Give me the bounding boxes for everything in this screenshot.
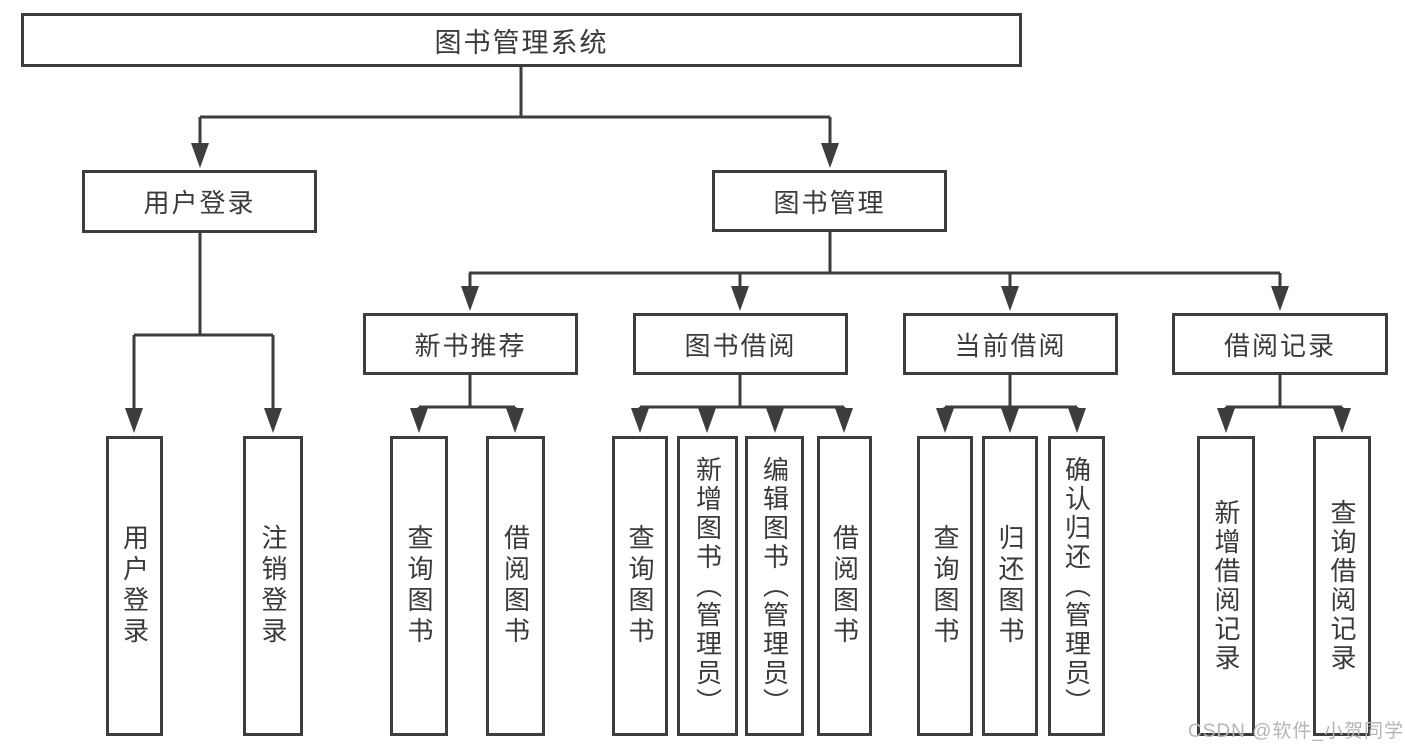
- node-book-management: 图书管理: [712, 170, 947, 232]
- node-label: 新书推荐: [414, 330, 527, 361]
- node-label: 查询图书: [404, 524, 434, 648]
- node-label: 查询借阅记录: [1327, 499, 1357, 673]
- arrowheads: [125, 143, 1351, 433]
- node-new-book-recommend: 新书推荐: [363, 313, 578, 375]
- leaf-logout-login: 注销登录: [243, 436, 303, 736]
- node-label: 用户登录: [119, 524, 150, 648]
- leaf-edit-book-admin: 编辑图书（管理员）: [745, 436, 804, 736]
- leaf-add-borrow-record: 新增借阅记录: [1197, 436, 1255, 736]
- leaf-borrow-books-recommend: 借阅图书: [486, 436, 545, 736]
- node-label: 查询图书: [625, 524, 655, 648]
- node-label: 注销登录: [258, 524, 288, 648]
- leaf-query-borrow-record: 查询借阅记录: [1313, 436, 1371, 736]
- node-label: 归还图书: [995, 524, 1025, 648]
- leaf-add-book-admin: 新增图书（管理员）: [677, 436, 738, 736]
- node-label: 图书管理: [773, 187, 886, 218]
- leaf-confirm-return-admin: 确认归还（管理员）: [1048, 436, 1105, 736]
- node-label: 借阅图书: [829, 524, 860, 648]
- node-label: 编辑图书（管理员）: [759, 455, 790, 717]
- node-borrow-records: 借阅记录: [1172, 313, 1388, 375]
- leaf-user-login: 用户登录: [106, 436, 163, 736]
- leaf-query-books-current: 查询图书: [917, 436, 973, 736]
- node-label: 借阅图书: [500, 524, 531, 648]
- leaf-borrow-books-borrow: 借阅图书: [817, 436, 872, 736]
- leaf-query-books-borrow: 查询图书: [612, 436, 668, 736]
- node-label: 图书借阅: [684, 330, 797, 361]
- leaf-query-books-recommend: 查询图书: [390, 436, 448, 736]
- node-label: 借阅记录: [1223, 330, 1336, 361]
- csdn-watermark: CSDN @软件_小贺同学: [1188, 721, 1404, 742]
- node-label: 新增图书（管理员）: [692, 455, 723, 717]
- node-label: 图书管理系统: [434, 27, 609, 58]
- node-user-login: 用户登录: [82, 170, 317, 233]
- node-root: 图书管理系统: [21, 13, 1022, 67]
- node-label: 确认归还（管理员）: [1061, 455, 1092, 717]
- leaf-return-book: 归还图书: [982, 436, 1038, 736]
- node-book-borrow: 图书借阅: [633, 313, 848, 375]
- node-current-borrow: 当前借阅: [903, 313, 1118, 375]
- node-label: 当前借阅: [954, 330, 1067, 361]
- node-label: 用户登录: [143, 188, 256, 218]
- node-label: 新增借阅记录: [1211, 499, 1241, 673]
- node-label: 查询图书: [930, 524, 960, 648]
